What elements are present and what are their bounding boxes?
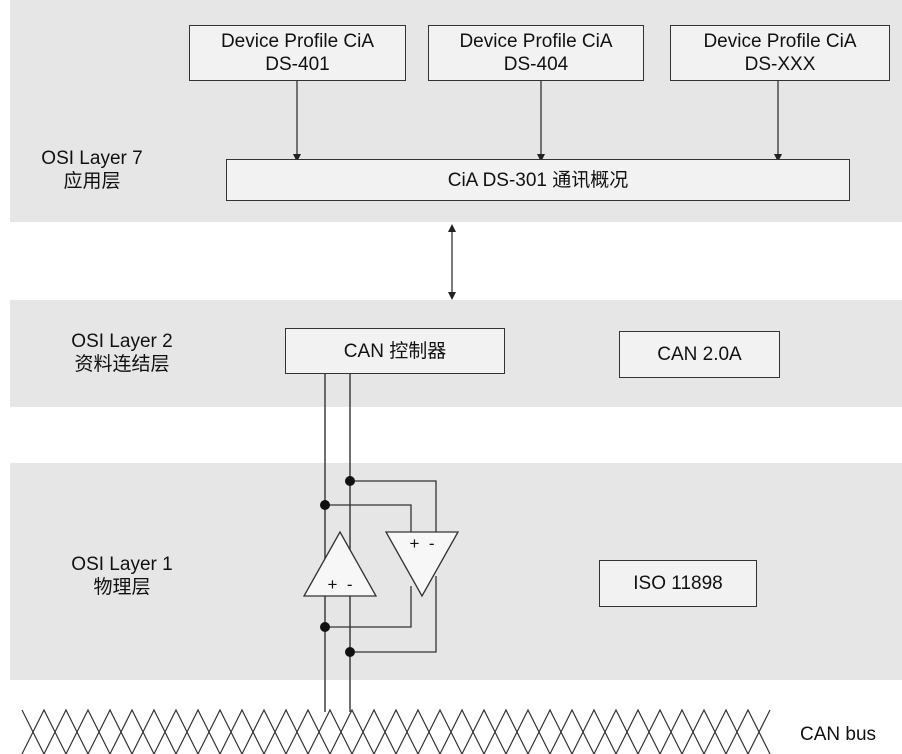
iso-standard-box: ISO 11898 xyxy=(599,560,757,607)
layer1-label: OSI Layer 1 物理层 xyxy=(52,553,192,599)
layer7-label-line2: 应用层 xyxy=(63,171,121,192)
profile-ds401-line2: DS-401 xyxy=(265,54,330,75)
transmitter-signs: + - xyxy=(327,575,353,594)
profile-ds404-line1: Device Profile CiA xyxy=(459,31,613,52)
profile-dsxxx-line1: Device Profile CiA xyxy=(703,31,857,52)
profile-ds401-line1: Device Profile CiA xyxy=(220,31,375,52)
can-controller-label: CAN 控制器 xyxy=(343,340,447,362)
can-standard-label: CAN 2.0A xyxy=(657,344,742,365)
comm-profile-box: CiA DS-301 通讯概况 xyxy=(226,159,850,201)
profile-box-ds401: Device Profile CiA DS-401 xyxy=(189,25,406,81)
receiver-triangle xyxy=(384,531,460,598)
can-bus-lines xyxy=(21,708,771,754)
layer1-label-line1: OSI Layer 1 xyxy=(71,554,173,575)
can-standard-box: CAN 2.0A xyxy=(619,331,780,378)
layer2-label: OSI Layer 2 资料连结层 xyxy=(52,330,192,376)
layer7-label-line1: OSI Layer 7 xyxy=(41,148,143,169)
profile-dsxxx-line2: DS-XXX xyxy=(744,54,816,75)
layer7-label: OSI Layer 7 应用层 xyxy=(22,147,162,193)
transmitter-triangle xyxy=(302,530,378,597)
profile-box-ds404: Device Profile CiA DS-404 xyxy=(428,25,644,81)
layer2-label-line1: OSI Layer 2 xyxy=(71,331,173,352)
can-bus-label: CAN bus xyxy=(800,724,877,745)
comm-profile-label: CiA DS-301 通讯概况 xyxy=(447,169,629,191)
profile-box-dsxxx: Device Profile CiA DS-XXX xyxy=(670,25,890,81)
iso-standard-label: ISO 11898 xyxy=(633,573,723,594)
profile-ds404-line2: DS-404 xyxy=(503,54,569,75)
layer1-label-line2: 物理层 xyxy=(93,577,151,598)
receiver-signs: + - xyxy=(409,534,435,553)
can-controller-box: CAN 控制器 xyxy=(285,328,505,374)
layer2-label-line2: 资料连结层 xyxy=(74,354,170,375)
